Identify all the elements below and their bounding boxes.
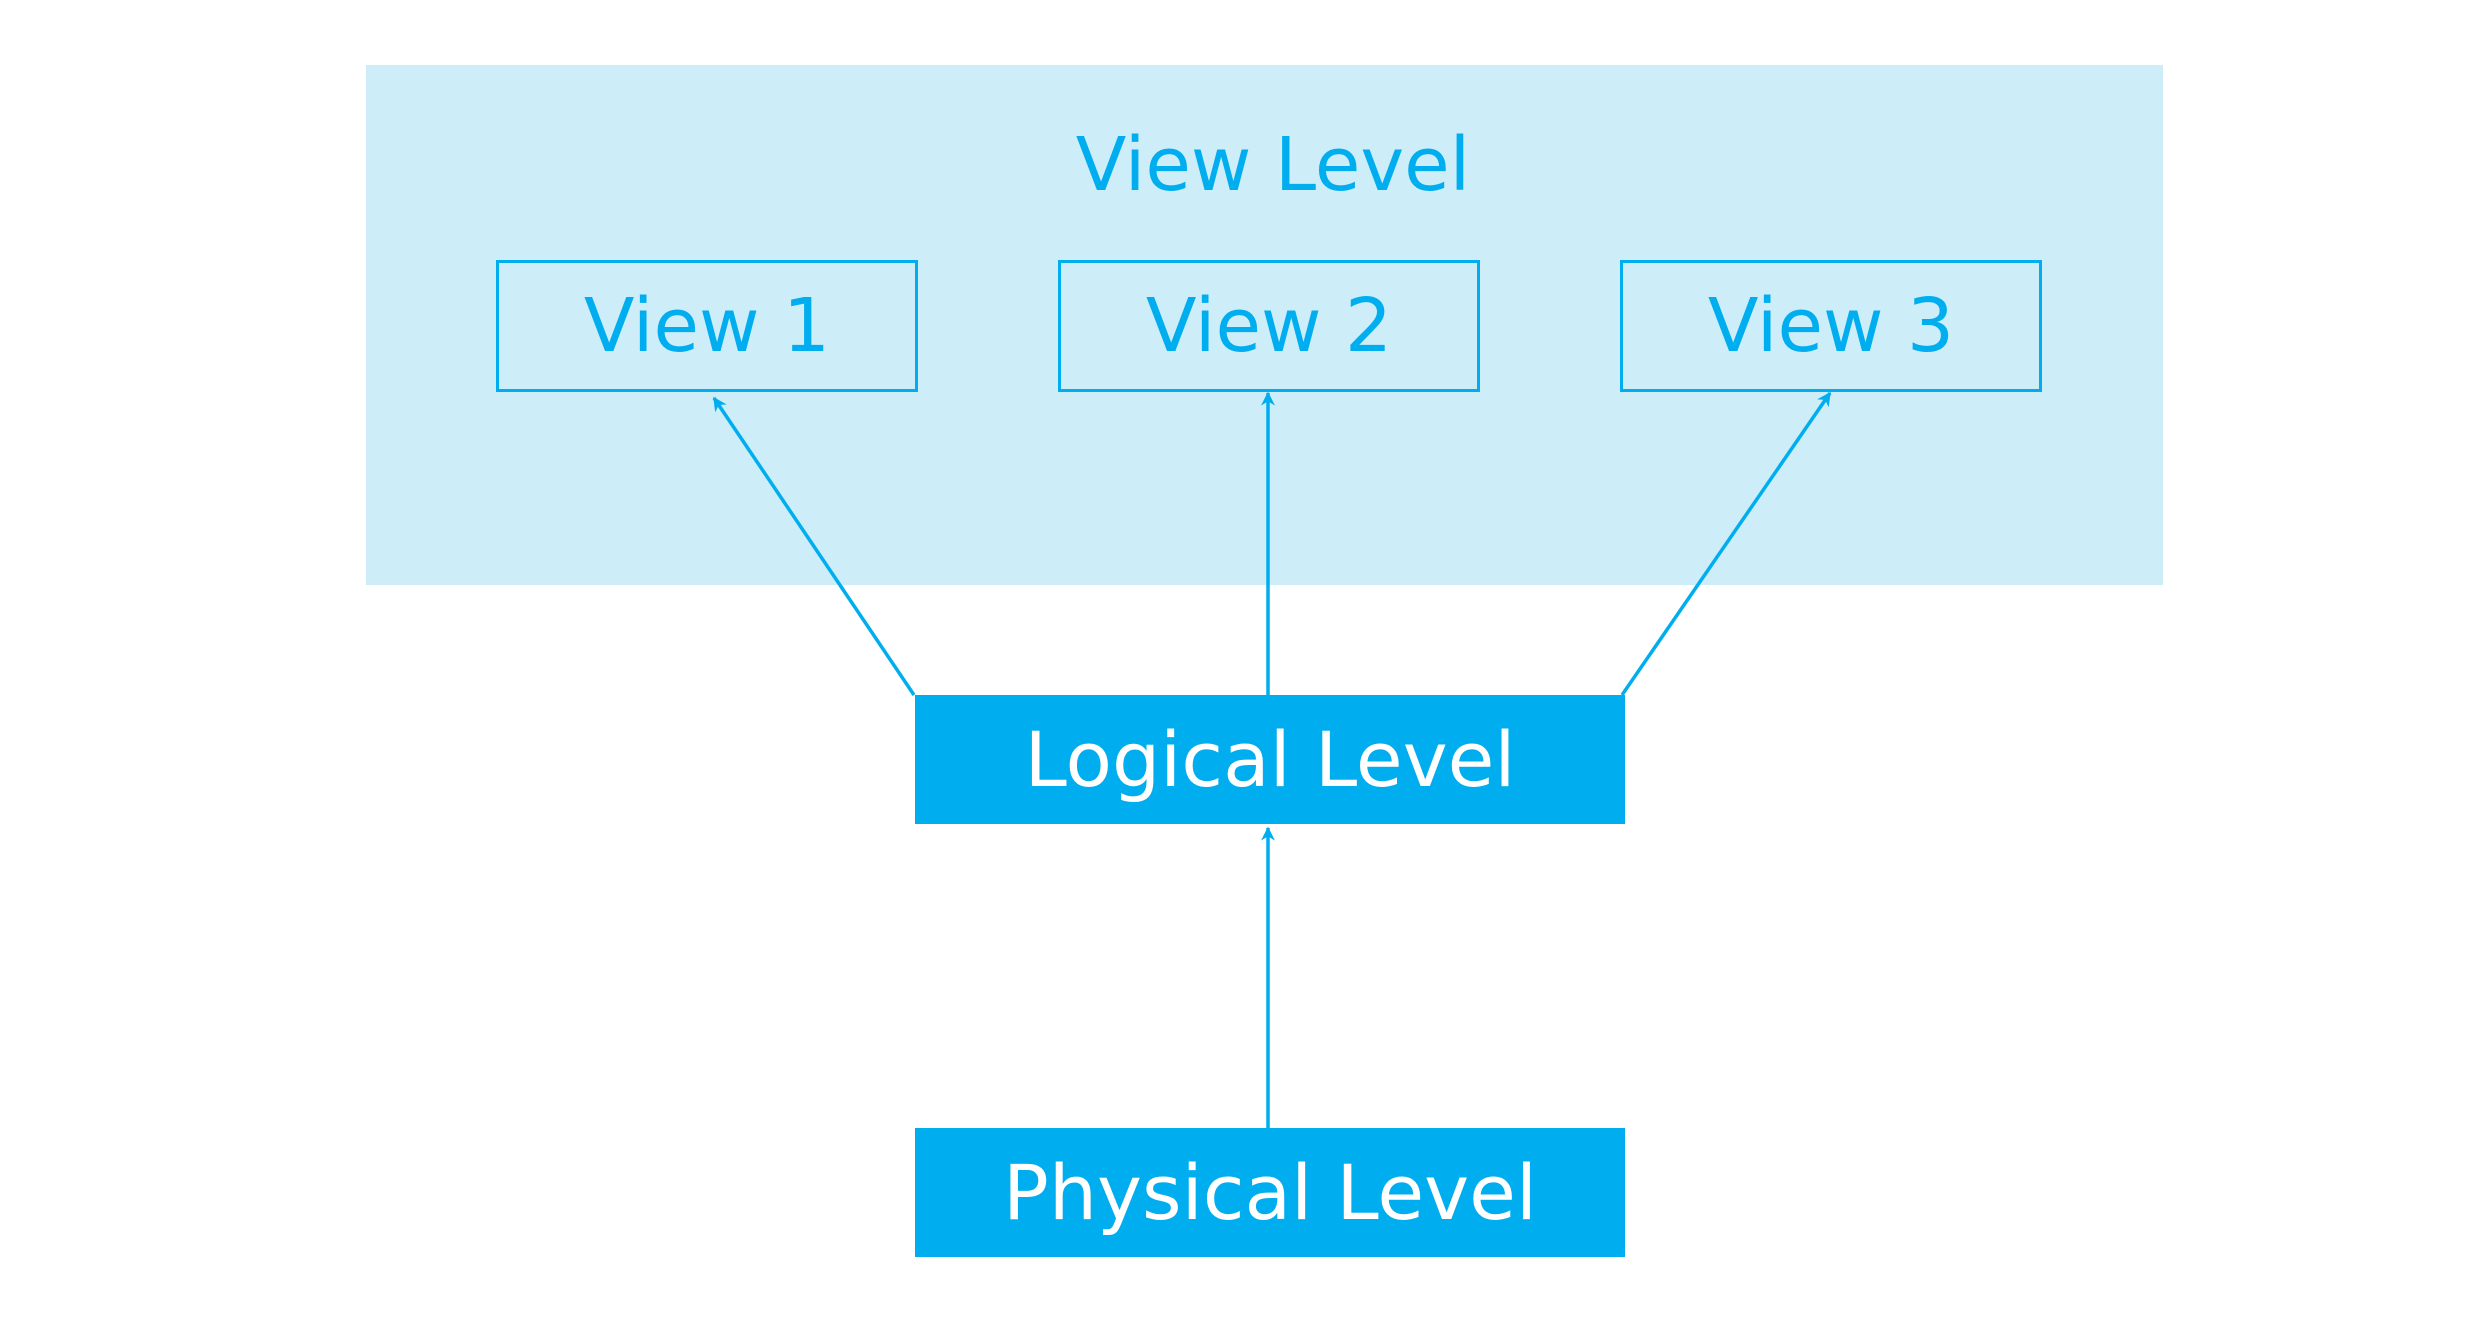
arrow-logical-to-view-1	[712, 396, 916, 696]
logical-level-box: Logical Level	[915, 695, 1625, 824]
view-3-box: View 3	[1620, 260, 2042, 392]
logical-level-label: Logical Level	[1024, 715, 1516, 804]
physical-level-label: Physical Level	[1003, 1148, 1537, 1237]
view-1-label: View 1	[583, 283, 831, 369]
arrow-logical-to-view-3	[1620, 391, 1832, 696]
view-1-box: View 1	[496, 260, 918, 392]
view-2-box: View 2	[1058, 260, 1480, 392]
physical-level-box: Physical Level	[915, 1128, 1625, 1257]
view-level-title: View Level	[1075, 122, 1471, 208]
view-2-label: View 2	[1145, 283, 1393, 369]
view-3-label: View 3	[1707, 283, 1955, 369]
